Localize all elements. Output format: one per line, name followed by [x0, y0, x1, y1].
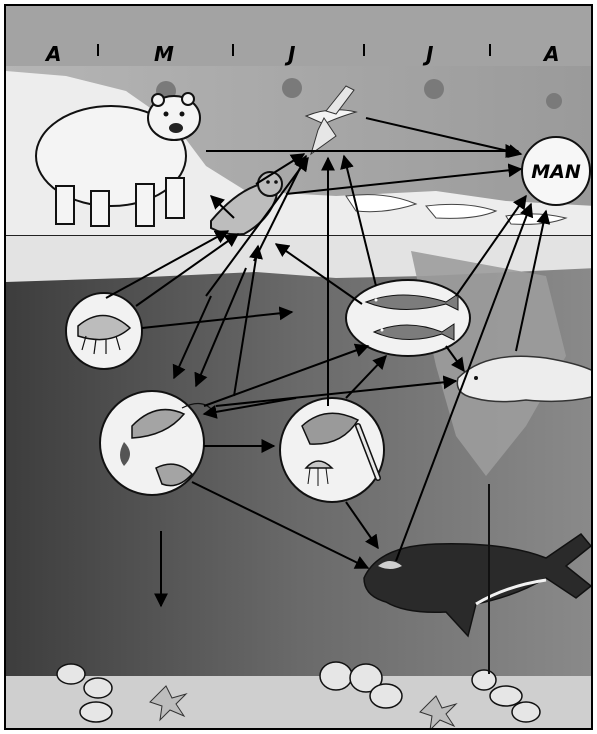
month-label-1: A [44, 42, 61, 66]
month-label-2: M [154, 42, 174, 66]
month-label-5: A [542, 42, 559, 66]
amphipod-icon [66, 293, 142, 369]
man-label: MAN [531, 161, 581, 183]
food-web-scene: A M J J A [6, 6, 593, 730]
food-web-diagram: A M J J A [4, 4, 593, 730]
shrimp-jellyfish-icon [280, 398, 384, 502]
fish-icon [346, 280, 470, 356]
month-band [6, 6, 593, 66]
man-node: MAN [522, 137, 590, 205]
